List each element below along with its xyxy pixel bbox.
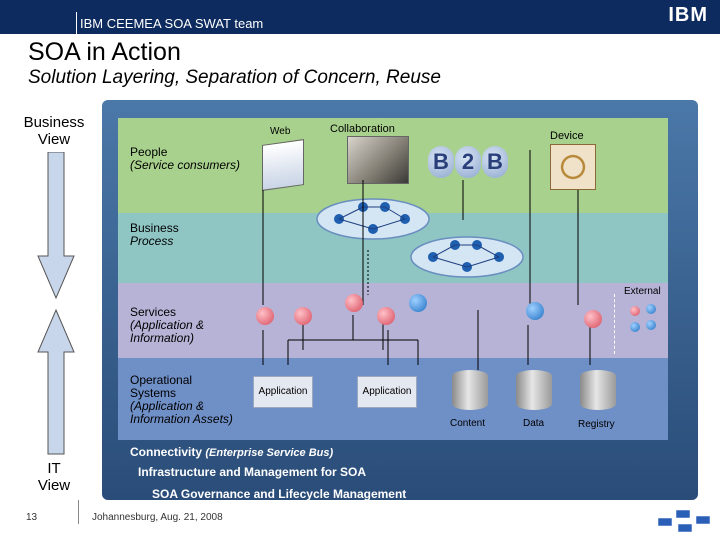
external-service-node <box>646 320 656 330</box>
content-database-icon <box>452 370 488 410</box>
business-process-subtitle: Process <box>130 234 174 248</box>
header-divider <box>76 12 77 34</box>
collaboration-label: Collaboration <box>330 123 395 135</box>
it-view-label: IT View <box>37 460 71 494</box>
external-divider <box>614 294 616 354</box>
external-service-node <box>630 306 640 316</box>
arrow-up-icon <box>37 308 75 455</box>
b2b-letter-b2: B <box>482 146 508 178</box>
soa-network-logo-icon <box>657 509 711 533</box>
service-node <box>345 294 363 312</box>
application-box: Application <box>357 376 417 408</box>
process-flow-graphic <box>316 198 524 278</box>
service-node <box>377 307 395 325</box>
operational-systems-label: Operational Systems (Application & Infor… <box>130 374 233 426</box>
arrow-down-icon <box>37 152 75 300</box>
operational-systems-subtitle: (Application & Information Assets) <box>130 399 233 426</box>
infrastructure-label: Infrastructure and Management for SOA <box>138 465 367 479</box>
services-title: Services <box>130 305 177 319</box>
services-subtitle: (Application & Information) <box>130 318 205 345</box>
governance-label: SOA Governance and Lifecycle Management <box>152 487 407 501</box>
connectivity-title: Connectivity <box>130 445 203 459</box>
people-label: People (Service consumers) <box>130 146 240 172</box>
footer-text: Johannesburg, Aug. 21, 2008 <box>92 512 223 523</box>
page-number: 13 <box>26 512 38 523</box>
ibm-logo: IBM <box>668 4 708 26</box>
data-database-icon <box>516 370 552 410</box>
collaboration-photo <box>347 136 409 184</box>
header-bar: IBM CEEMEA SOA SWAT team IBM <box>0 0 720 34</box>
device-rfid-image <box>550 144 596 190</box>
application-box: Application <box>253 376 313 408</box>
b2b-letter-b1: B <box>428 146 454 178</box>
registry-database-icon <box>580 370 616 410</box>
service-node <box>409 294 427 312</box>
slide-subtitle: Solution Layering, Separation of Concern… <box>28 67 441 88</box>
services-label: Services (Application & Information) <box>130 306 204 345</box>
service-node <box>256 307 274 325</box>
business-process-title: Business <box>130 221 179 235</box>
external-service-node <box>630 322 640 332</box>
connectivity-subtitle: (Enterprise Service Bus) <box>205 447 334 459</box>
slide-title: SOA in Action <box>28 38 181 66</box>
data-label: Data <box>523 418 545 429</box>
web-label: Web <box>270 126 291 137</box>
business-process-label: Business Process <box>130 222 179 248</box>
service-node <box>584 310 602 328</box>
operational-systems-title: Operational Systems <box>130 373 193 400</box>
service-node <box>526 302 544 320</box>
people-subtitle: (Service consumers) <box>130 158 241 172</box>
content-label: Content <box>450 418 486 429</box>
service-node <box>294 307 312 325</box>
device-label: Device <box>550 130 584 142</box>
external-label: External <box>624 286 661 297</box>
business-view-label: Business View <box>23 114 85 148</box>
b2b-letter-2: 2 <box>455 146 481 178</box>
connectivity-label: Connectivity (Enterprise Service Bus) <box>130 446 333 460</box>
footer-divider <box>78 500 79 524</box>
registry-label: Registry <box>578 419 615 430</box>
people-title: People <box>130 145 168 159</box>
header-title: IBM CEEMEA SOA SWAT team <box>80 16 264 31</box>
external-service-node <box>646 304 656 314</box>
